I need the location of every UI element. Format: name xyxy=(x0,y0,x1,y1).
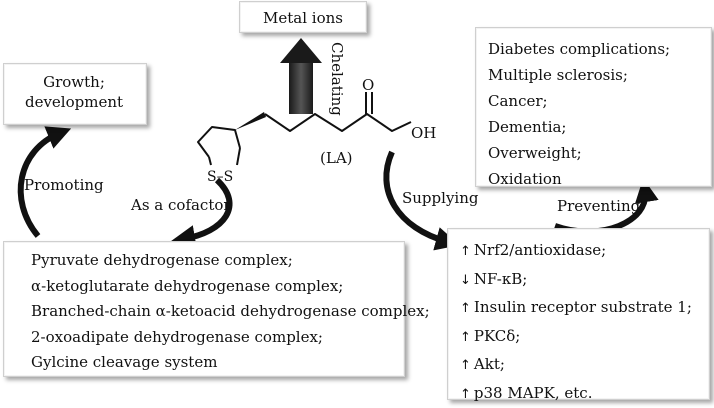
enzyme-item: Gylcine cleavage system xyxy=(31,350,430,376)
condition-item: Dementia; xyxy=(488,114,670,140)
metal-ions-label: Metal ions xyxy=(240,2,366,34)
prevented-conditions-box: Diabetes complications; Multiple scleros… xyxy=(475,27,712,187)
supplied-effects-box: ↑Nrf2/antioxidase; ↓NF-κB; ↑Insulin rece… xyxy=(447,228,710,400)
enzyme-item: Pyruvate dehydrogenase complex; xyxy=(31,248,430,274)
effect-item: ↑Akt; xyxy=(460,351,692,380)
enzyme-item: 2-oxoadipate dehydrogenase complex; xyxy=(31,325,430,351)
condition-item: Oxidation xyxy=(488,166,670,192)
condition-item: Cancer; xyxy=(488,88,670,114)
cofactor-enzymes-box: Pyruvate dehydrogenase complex; α-ketogl… xyxy=(3,241,405,377)
promoting-label: Promoting xyxy=(24,176,104,194)
effect-item: ↑Nrf2/antioxidase; xyxy=(460,237,692,266)
effect-item: ↓NF-κB; xyxy=(460,266,692,295)
condition-item: Multiple sclerosis; xyxy=(488,62,670,88)
effect-item: ↑PKCδ; xyxy=(460,323,692,352)
metal-ions-box: Metal ions xyxy=(239,1,367,33)
chelating-label: Chelating xyxy=(328,42,346,116)
direction-icon: ↑ xyxy=(460,353,471,380)
development-label: development xyxy=(24,92,124,112)
growth-development-box: Growth; development xyxy=(3,63,147,125)
cofactor-label: As a cofactor xyxy=(130,196,231,214)
sulfur-label: S–S xyxy=(207,169,233,185)
direction-icon: ↑ xyxy=(460,325,471,352)
carbonyl-oxygen-label: O xyxy=(362,76,374,94)
effect-item: ↑p38 MAPK, etc. xyxy=(460,380,692,408)
condition-item: Overweight; xyxy=(488,140,670,166)
preventing-label: Preventing xyxy=(557,197,641,215)
direction-icon: ↑ xyxy=(460,296,471,323)
enzyme-item: Branched-chain α-ketoacid dehydrogenase … xyxy=(31,299,430,325)
effect-item: ↑Insulin receptor substrate 1; xyxy=(460,294,692,323)
direction-icon: ↑ xyxy=(460,239,471,266)
condition-item: Diabetes complications; xyxy=(488,36,670,62)
molecule-label: (LA) xyxy=(320,149,353,167)
hydroxyl-label: OH xyxy=(411,124,436,142)
supplying-label: Supplying xyxy=(402,189,479,207)
chelating-arrow xyxy=(280,38,322,114)
growth-label: Growth; xyxy=(24,72,124,92)
direction-icon: ↓ xyxy=(460,268,471,295)
enzyme-item: α-ketoglutarate dehydrogenase complex; xyxy=(31,274,430,300)
direction-icon: ↑ xyxy=(460,382,471,408)
